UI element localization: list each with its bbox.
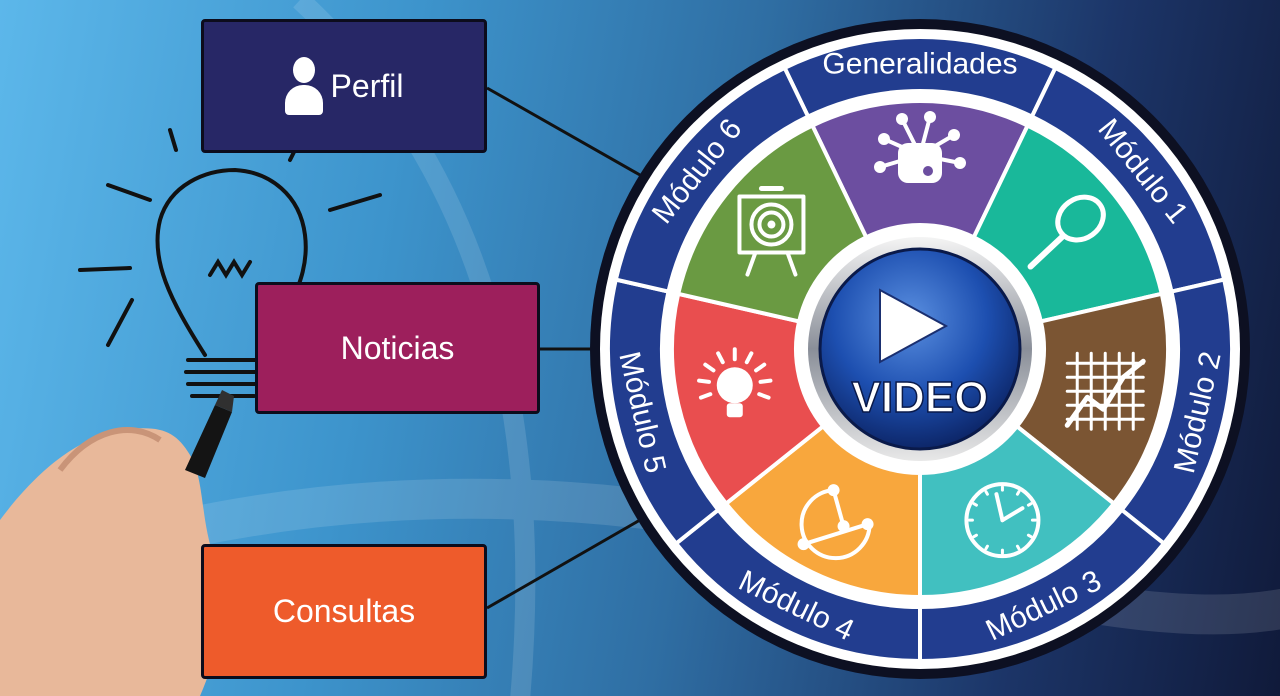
chart-grid-icon bbox=[1064, 351, 1146, 431]
hand-with-marker-image bbox=[0, 390, 234, 696]
lightbulb-sketch-icon bbox=[78, 128, 382, 398]
perfil-label: Perfil bbox=[330, 67, 404, 104]
noticias-button[interactable]: Noticias bbox=[255, 282, 540, 414]
module-wedge-m-dulo-5[interactable] bbox=[670, 291, 826, 507]
video-button-face bbox=[818, 247, 1022, 451]
ring-label-generalidades: Generalidades bbox=[822, 48, 1017, 81]
user-icon bbox=[284, 57, 323, 115]
consultas-button[interactable]: Consultas bbox=[201, 544, 487, 679]
noticias-label: Noticias bbox=[340, 329, 455, 366]
target-easel-icon bbox=[737, 186, 806, 277]
play-icon bbox=[879, 288, 949, 364]
network-robot-icon bbox=[874, 111, 966, 183]
graph-nodes-icon bbox=[797, 484, 874, 561]
perfil-button[interactable]: Perfil bbox=[201, 19, 487, 153]
video-button-label: VIDEO bbox=[852, 373, 989, 422]
connector-lines bbox=[486, 86, 641, 610]
module-wedge-m-dulo-4[interactable] bbox=[723, 423, 922, 600]
clock-icon bbox=[964, 482, 1041, 559]
lightbulb-icon bbox=[697, 347, 773, 418]
consultas-label: Consultas bbox=[272, 593, 416, 629]
magnifier-icon bbox=[1027, 194, 1106, 270]
ring-segment-m-dulo-6[interactable] bbox=[613, 65, 811, 294]
video-play-button[interactable]: VIDEO bbox=[798, 227, 1042, 471]
module-wedge-m-dulo-1[interactable] bbox=[971, 122, 1165, 324]
